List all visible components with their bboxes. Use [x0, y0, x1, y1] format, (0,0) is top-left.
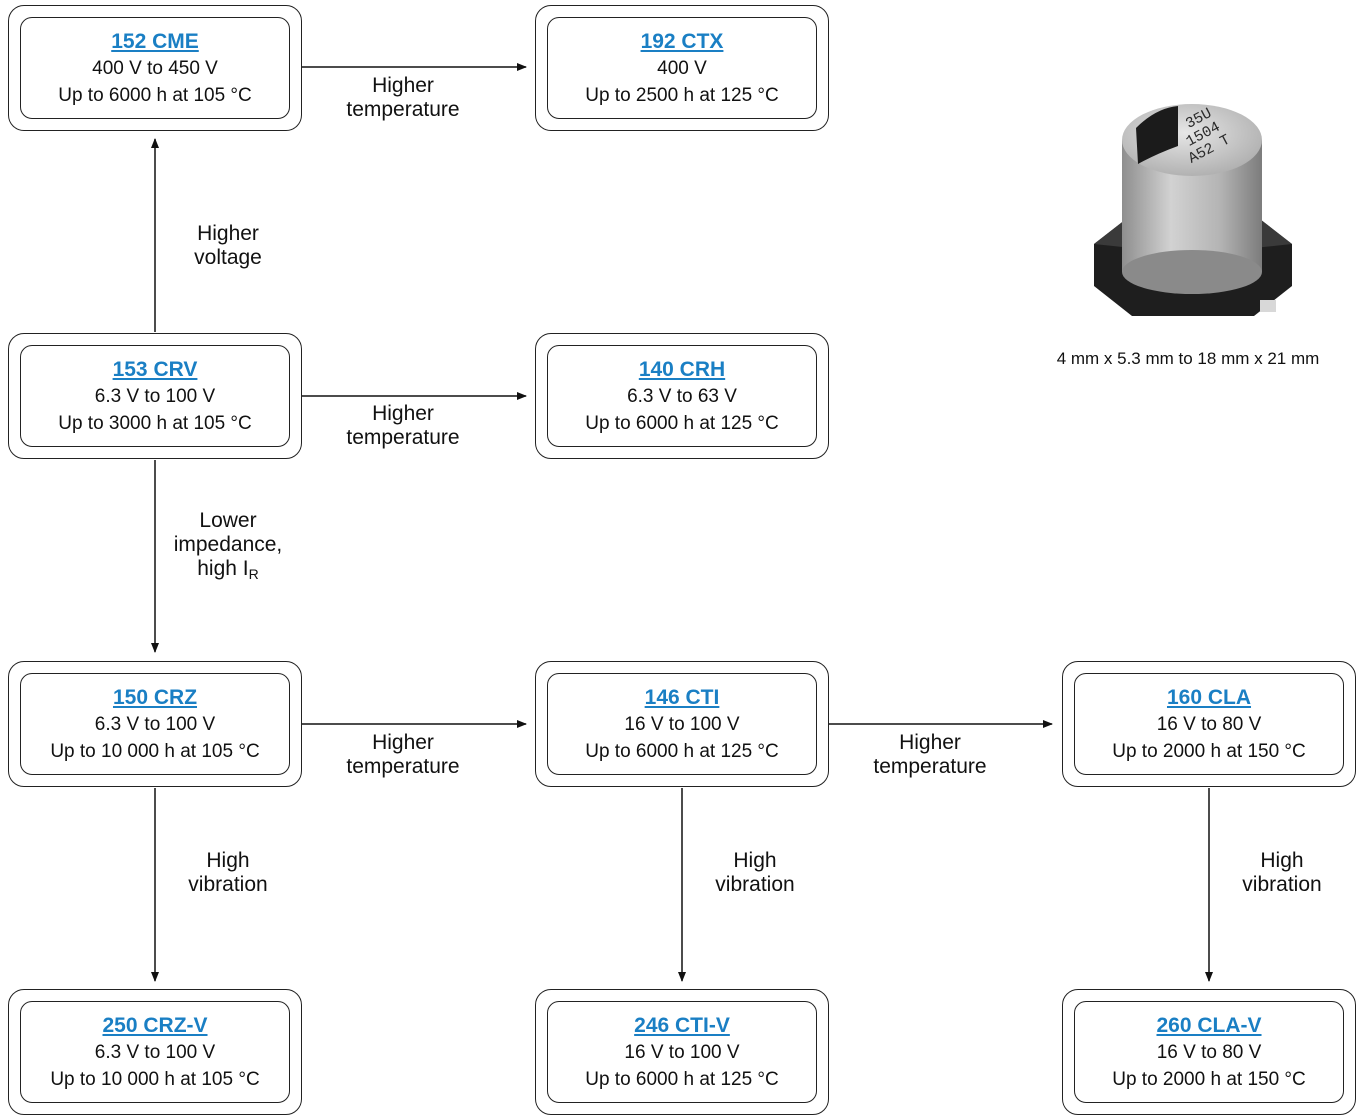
- series-voltage: 16 V to 100 V: [624, 1041, 740, 1063]
- series-life: Up to 6000 h at 125 °C: [585, 412, 779, 434]
- series-box-153-crv: 153 CRV 6.3 V to 100 V Up to 3000 h at 1…: [8, 333, 302, 459]
- edge-label-line: Higher: [372, 402, 434, 425]
- series-link-152-cme[interactable]: 152 CME: [111, 29, 199, 53]
- series-link-260-cla-v[interactable]: 260 CLA-V: [1156, 1013, 1262, 1037]
- series-box-inner: 250 CRZ-V 6.3 V to 100 V Up to 10 000 h …: [20, 1001, 290, 1103]
- series-voltage: 6.3 V to 63 V: [627, 385, 737, 407]
- series-link-250-crz-v[interactable]: 250 CRZ-V: [102, 1013, 208, 1037]
- edge-label-line: voltage: [194, 246, 262, 269]
- series-link-146-cti[interactable]: 146 CTI: [644, 685, 720, 709]
- series-link-153-crv[interactable]: 153 CRV: [112, 357, 198, 381]
- series-box-inner: 153 CRV 6.3 V to 100 V Up to 3000 h at 1…: [20, 345, 290, 447]
- series-box-246-cti-v: 246 CTI-V 16 V to 100 V Up to 6000 h at …: [535, 989, 829, 1115]
- series-box-146-cti: 146 CTI 16 V to 100 V Up to 6000 h at 12…: [535, 661, 829, 787]
- series-link-192-ctx[interactable]: 192 CTX: [640, 29, 724, 53]
- edge-label-cti-cla: Higher temperature: [850, 731, 1010, 779]
- edge-label-line: vibration: [188, 873, 268, 896]
- series-box-inner: 140 CRH 6.3 V to 63 V Up to 6000 h at 12…: [547, 345, 817, 447]
- series-box-140-crh: 140 CRH 6.3 V to 63 V Up to 6000 h at 12…: [535, 333, 829, 459]
- edge-label-crz-cti: Higher temperature: [323, 731, 483, 779]
- series-voltage: 400 V to 450 V: [92, 57, 218, 79]
- series-box-192-ctx: 192 CTX 400 V Up to 2500 h at 125 °C: [535, 5, 829, 131]
- edge-label-text: high I: [197, 557, 249, 580]
- series-link-246-cti-v[interactable]: 246 CTI-V: [634, 1013, 730, 1037]
- series-life: Up to 3000 h at 105 °C: [58, 412, 252, 434]
- edge-label-line: Higher: [899, 731, 961, 754]
- edge-label-cme-ctx: Higher temperature: [323, 74, 483, 122]
- series-life: Up to 10 000 h at 105 °C: [50, 740, 260, 762]
- series-life: Up to 6000 h at 105 °C: [58, 84, 252, 106]
- series-link-150-crz[interactable]: 150 CRZ: [112, 685, 198, 709]
- series-box-inner: 146 CTI 16 V to 100 V Up to 6000 h at 12…: [547, 673, 817, 775]
- series-voltage: 6.3 V to 100 V: [94, 1041, 216, 1063]
- edge-label-line: impedance,: [173, 533, 283, 556]
- series-voltage: 16 V to 100 V: [624, 713, 740, 735]
- edge-label-crv-cme: Higher voltage: [148, 222, 308, 270]
- edge-label-subscript: R: [248, 566, 259, 582]
- edge-label-crv-crz: Lower impedance, high IR: [148, 509, 308, 586]
- edge-label-line: vibration: [1242, 873, 1322, 896]
- series-life: Up to 2000 h at 150 °C: [1112, 1068, 1306, 1090]
- series-voltage: 400 V: [657, 57, 707, 79]
- series-voltage: 6.3 V to 100 V: [94, 385, 216, 407]
- edge-label-line: High: [206, 849, 250, 872]
- edge-label-cla-clav: High vibration: [1202, 849, 1356, 897]
- edge-label-line: temperature: [346, 98, 460, 121]
- series-link-140-crh[interactable]: 140 CRH: [638, 357, 726, 381]
- series-voltage: 16 V to 80 V: [1156, 1041, 1262, 1063]
- edge-label-line: temperature: [873, 755, 987, 778]
- series-box-inner: 192 CTX 400 V Up to 2500 h at 125 °C: [547, 17, 817, 119]
- edge-label-line: high IR: [148, 557, 308, 586]
- photo-size-caption: 4 mm x 5.3 mm to 18 mm x 21 mm: [1056, 349, 1320, 368]
- series-life: Up to 6000 h at 125 °C: [585, 1068, 779, 1090]
- series-box-inner: 152 CME 400 V to 450 V Up to 6000 h at 1…: [20, 17, 290, 119]
- series-box-152-cme: 152 CME 400 V to 450 V Up to 6000 h at 1…: [8, 5, 302, 131]
- edge-label-crv-crh: Higher temperature: [323, 402, 483, 450]
- edge-label-line: temperature: [346, 755, 460, 778]
- series-voltage: 16 V to 80 V: [1156, 713, 1262, 735]
- series-life: Up to 6000 h at 125 °C: [585, 740, 779, 762]
- series-box-260-cla-v: 260 CLA-V 16 V to 80 V Up to 2000 h at 1…: [1062, 989, 1356, 1115]
- edge-label-line: temperature: [346, 426, 460, 449]
- series-box-160-cla: 160 CLA 16 V to 80 V Up to 2000 h at 150…: [1062, 661, 1356, 787]
- capacitor-photo: 35U 1504 A52 T: [1094, 104, 1292, 316]
- series-link-160-cla[interactable]: 160 CLA: [1166, 685, 1252, 709]
- series-life: Up to 2500 h at 125 °C: [585, 84, 779, 106]
- capacitor-terminal: [1260, 300, 1276, 312]
- series-box-inner: 246 CTI-V 16 V to 100 V Up to 6000 h at …: [547, 1001, 817, 1103]
- edge-label-line: Higher: [197, 222, 259, 245]
- series-voltage: 6.3 V to 100 V: [94, 713, 216, 735]
- edge-label-line: Higher: [372, 731, 434, 754]
- series-box-inner: 150 CRZ 6.3 V to 100 V Up to 10 000 h at…: [20, 673, 290, 775]
- edge-label-line: Lower: [199, 509, 257, 532]
- edge-label-line: High: [733, 849, 777, 872]
- series-box-inner: 260 CLA-V 16 V to 80 V Up to 2000 h at 1…: [1074, 1001, 1344, 1103]
- series-box-150-crz: 150 CRZ 6.3 V to 100 V Up to 10 000 h at…: [8, 661, 302, 787]
- edge-label-cti-ctiv: High vibration: [675, 849, 835, 897]
- series-box-inner: 160 CLA 16 V to 80 V Up to 2000 h at 150…: [1074, 673, 1344, 775]
- series-life: Up to 10 000 h at 105 °C: [50, 1068, 260, 1090]
- series-life: Up to 2000 h at 150 °C: [1112, 740, 1306, 762]
- series-box-250-crz-v: 250 CRZ-V 6.3 V to 100 V Up to 10 000 h …: [8, 989, 302, 1115]
- edge-label-line: High: [1260, 849, 1304, 872]
- edge-label-crz-crzv: High vibration: [148, 849, 308, 897]
- edge-label-line: Higher: [372, 74, 434, 97]
- capacitor-can-bottom: [1122, 250, 1262, 294]
- polarity-mark: [1136, 106, 1178, 164]
- edge-label-line: vibration: [715, 873, 795, 896]
